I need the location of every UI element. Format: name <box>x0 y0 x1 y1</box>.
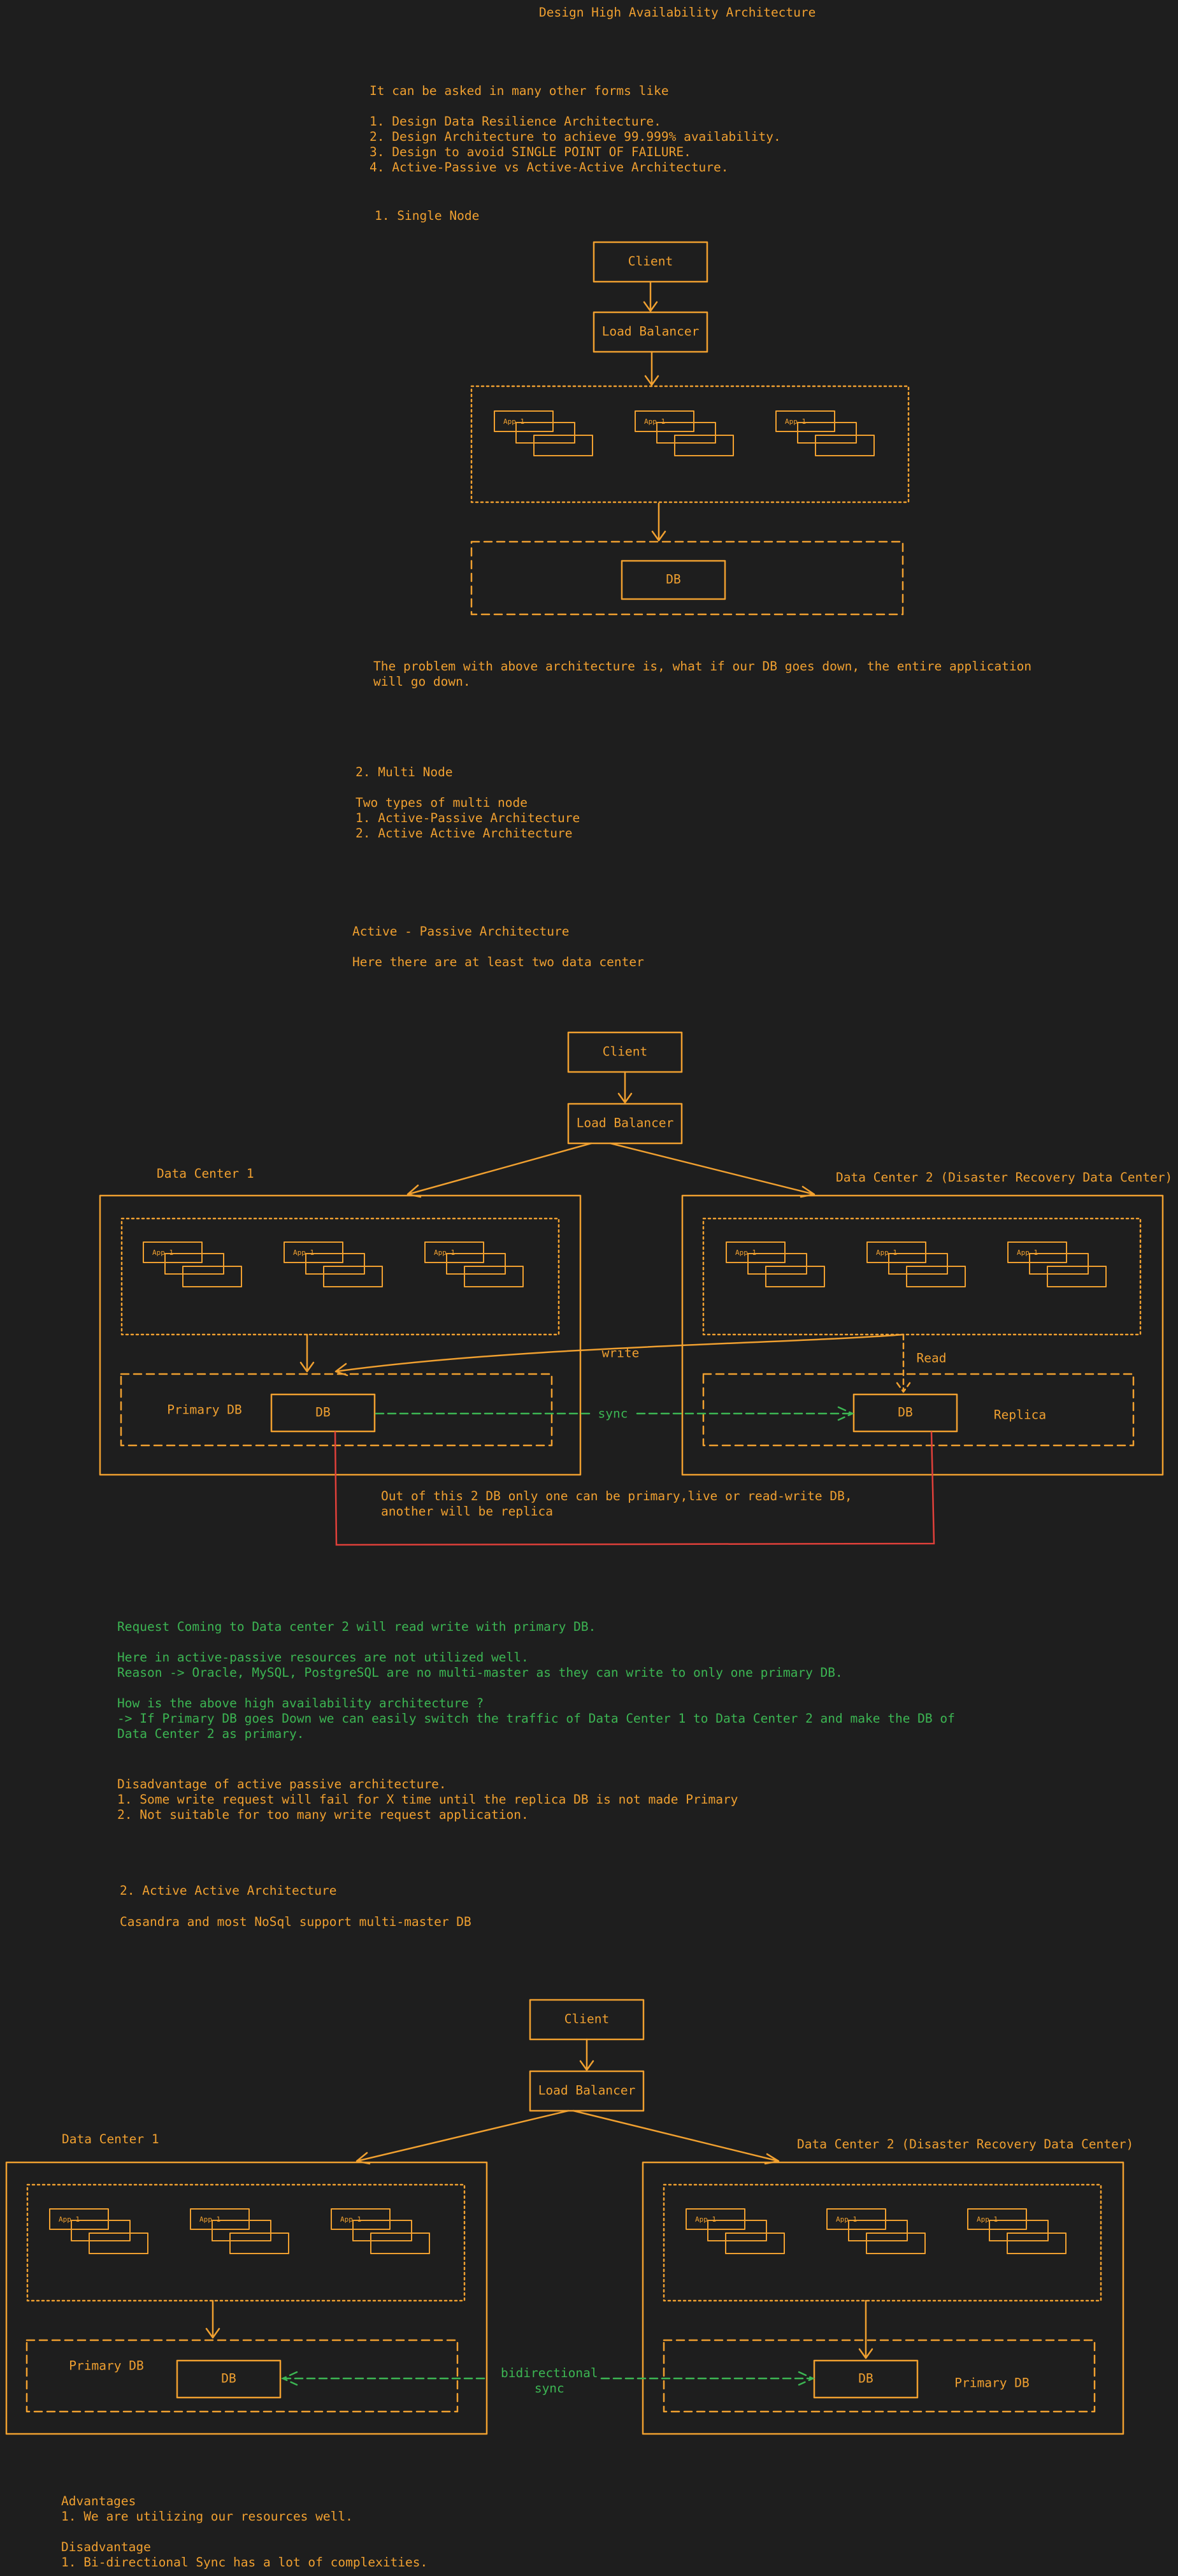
ap-dc1-app-cluster <box>120 1217 560 1336</box>
ap-client-label: Client <box>603 1045 647 1059</box>
aa-dc2-db-text: DB <box>858 2371 873 2386</box>
ap-dc1-app-label-1: App 1 <box>152 1248 173 1257</box>
ap-dc2-box <box>681 1194 1164 1476</box>
ap-dc1-app-label-3: App 1 <box>434 1248 455 1257</box>
intro-item-2: 2. Design Architecture to achieve 99.999… <box>370 129 781 144</box>
aa-load-balancer-label: Load Balancer <box>538 2083 636 2098</box>
intro-heading: It can be asked in many other forms like <box>370 83 669 98</box>
intro-item-1: 1. Design Data Resilience Architecture. <box>370 114 661 129</box>
active-passive-heading: Active - Passive Architecture <box>352 924 570 939</box>
aa-dc2-label: Data Center 2 (Disaster Recovery Data Ce… <box>797 2137 1134 2152</box>
ap-sync-arrow <box>375 1406 855 1421</box>
sn-load-balancer-box <box>593 311 708 353</box>
active-active-subheading: Casandra and most NoSql support multi-ma… <box>120 1914 471 1929</box>
aa-dc2-app-cluster <box>663 2183 1102 2302</box>
aa-sync-label: bidirectional sync <box>501 2366 598 2396</box>
aa-dc1-app-label-1: App 1 <box>59 2215 80 2224</box>
ap-dc2-db-cluster <box>702 1373 1135 1447</box>
sn-load-balancer-label: Load Balancer <box>602 324 700 339</box>
ap-disadvantages: Disadvantage of active passive architect… <box>117 1777 738 1822</box>
aa-dc2-app-label-3: App 1 <box>977 2215 998 2224</box>
aa-dc2-app-label-1: App 1 <box>695 2215 716 2224</box>
sn-db-label: DB <box>666 572 680 587</box>
sn-client-label: Client <box>628 254 673 269</box>
aa-dc2-app-label-2: App 1 <box>836 2215 857 2224</box>
aa-summary: Advantages 1. We are utilizing our resou… <box>61 2494 428 2570</box>
single-node-heading: 1. Single Node <box>375 208 480 223</box>
aa-dc2-primary-db-label: Primary DB <box>954 2376 1029 2391</box>
ap-primary-db-box <box>270 1393 376 1433</box>
ap-read-label: Read <box>917 1351 947 1366</box>
ap-sync-label: sync <box>598 1407 628 1421</box>
ap-dc2-app-label-3: App 1 <box>1017 1248 1038 1257</box>
sn-app-cluster <box>470 385 910 503</box>
ap-dc1-app-label-2: App 1 <box>293 1248 314 1257</box>
single-node-problem: The problem with above architecture is, … <box>373 659 1032 689</box>
ap-dc1-apps-to-db-arrow <box>299 1333 315 1373</box>
aa-dc1-apps-to-db-arrow <box>205 2299 220 2339</box>
aa-dc2-box <box>642 2161 1124 2435</box>
ap-primary-db-label: Primary DB <box>167 1403 241 1417</box>
sn-db-cluster <box>470 540 904 616</box>
ap-explanation: Request Coming to Data center 2 will rea… <box>117 1619 955 1741</box>
ap-client-to-lb-arrow <box>617 1071 633 1104</box>
ap-dc2-label: Data Center 2 (Disaster Recovery Data Ce… <box>836 1170 1173 1185</box>
aa-dc1-db-box <box>176 2359 282 2399</box>
ap-replica-note: Out of this 2 DB only one can be primary… <box>381 1489 852 1519</box>
sn-db-box <box>621 560 726 600</box>
sn-lb-to-apps-arrow <box>644 351 659 386</box>
ap-lb-to-dc2-arrow <box>609 1142 815 1198</box>
ap-dc2-app-label-2: App 1 <box>876 1248 897 1257</box>
ap-replica-boundary-line <box>334 1431 935 1546</box>
aa-dc1-app-cluster <box>26 2183 466 2302</box>
active-passive-subheading: Here there are at least two data center <box>352 955 644 969</box>
ap-replica-db-text: DB <box>898 1405 912 1420</box>
active-active-heading: 2. Active Active Architecture <box>120 1883 337 1898</box>
aa-dc1-label: Data Center 1 <box>62 2132 159 2146</box>
aa-dc1-db-cluster <box>25 2339 459 2413</box>
aa-dc1-app-label-3: App 1 <box>340 2215 361 2224</box>
aa-dc1-app-label-2: App 1 <box>199 2215 220 2224</box>
ap-dc1-label: Data Center 1 <box>157 1166 254 1181</box>
ap-replica-label: Replica <box>994 1408 1046 1422</box>
ap-lb-to-dc1-arrow <box>406 1142 593 1198</box>
aa-dc2-db-cluster <box>663 2339 1096 2413</box>
ap-dc2-app-label-1: App 1 <box>735 1248 756 1257</box>
ap-load-balancer-label: Load Balancer <box>577 1116 674 1131</box>
aa-dc1-box <box>5 2161 488 2435</box>
aa-client-to-lb-arrow <box>579 2038 594 2071</box>
aa-dc2-db-box <box>813 2359 919 2399</box>
sn-app-label-3: App 1 <box>785 417 806 426</box>
sn-app-label-1: App 1 <box>503 417 524 426</box>
intro-item-4: 4. Active-Passive vs Active-Active Archi… <box>370 160 729 175</box>
ap-dc1-box <box>99 1194 582 1476</box>
sn-app-label-2: App 1 <box>644 417 665 426</box>
ap-primary-db-text: DB <box>315 1405 330 1420</box>
ap-dc1-db-cluster <box>120 1373 553 1447</box>
ap-replica-db-box <box>852 1393 958 1433</box>
aa-lb-to-dc2-arrow <box>572 2109 780 2165</box>
ap-write-label: write <box>602 1346 640 1361</box>
aa-client-label: Client <box>564 2012 609 2027</box>
ap-dc2-app-cluster <box>702 1217 1142 1336</box>
aa-load-balancer-box <box>529 2070 645 2112</box>
ap-load-balancer-box <box>567 1103 683 1145</box>
aa-bidirectional-sync-arrow <box>280 2371 815 2386</box>
intro-item-3: 3. Design to avoid SINGLE POINT OF FAILU… <box>370 145 691 159</box>
sn-apps-to-db-arrow <box>651 502 666 542</box>
aa-dc2-apps-to-db-arrow <box>858 2299 873 2359</box>
aa-dc1-primary-db-label: Primary DB <box>69 2359 143 2373</box>
app-labels: App 1 App 1 App 1 App 1 App 1 App 1 App … <box>59 417 1038 2224</box>
ap-write-arrow <box>334 1333 905 1377</box>
sn-client-to-lb-arrow <box>643 280 658 312</box>
aa-lb-to-dc1-arrow <box>356 2109 570 2165</box>
page-title: Design High Availability Architecture <box>539 5 816 20</box>
ap-read-arrow <box>896 1333 911 1393</box>
aa-dc1-db-text: DB <box>221 2371 236 2386</box>
multi-node-text: 2. Multi Node Two types of multi node 1.… <box>356 765 580 841</box>
